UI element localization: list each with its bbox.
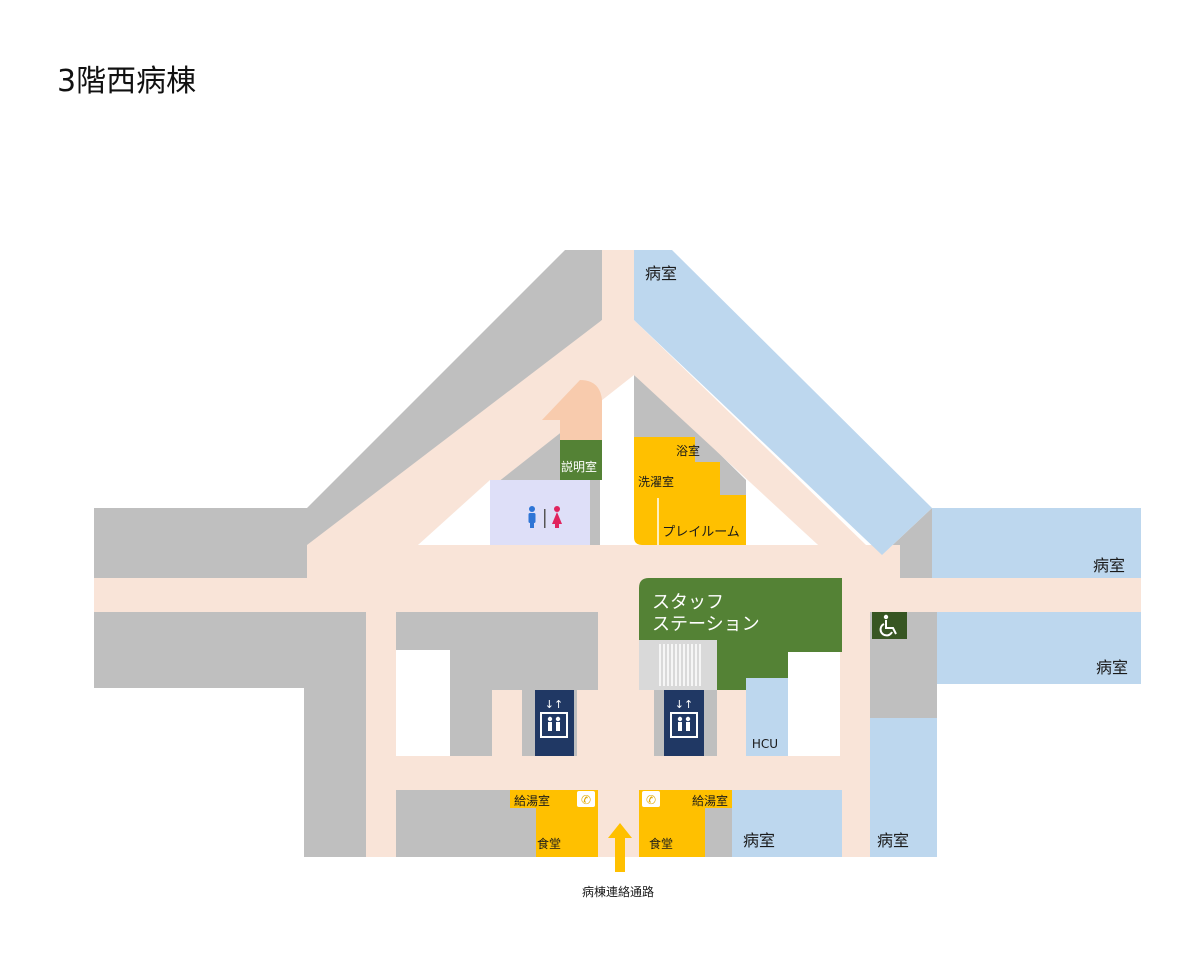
- corridor-east-vertical: [840, 578, 870, 857]
- corridor-diagonal-left-fill: [330, 320, 613, 578]
- hcu-label: HCU: [752, 737, 778, 751]
- svg-text:✆: ✆: [646, 793, 656, 807]
- laundry-room-label: 洗濯室: [638, 474, 674, 489]
- page-title: 3階西病棟: [57, 64, 197, 99]
- inner-void-right: [746, 480, 818, 545]
- play-room-label: プレイルーム: [662, 525, 740, 540]
- corridor-right-elev-side2: [717, 690, 746, 756]
- pantry-left-label: 給湯室: [514, 793, 550, 808]
- patient-room-top-label: 病室: [645, 264, 677, 283]
- toilet-room-bump: [520, 480, 590, 497]
- patient-room-east-upper: [932, 508, 1141, 578]
- elevator-icon[interactable]: ↓↑: [664, 690, 704, 756]
- dining-right: [639, 808, 705, 857]
- inner-void-left: [418, 480, 490, 545]
- pantry-right-label: 給湯室: [692, 793, 728, 808]
- corridor-top-vertical: [602, 250, 634, 320]
- dining-right-label: 食堂: [649, 836, 673, 851]
- phone-icon: ✆: [642, 791, 660, 807]
- pantry-left: [510, 790, 598, 808]
- patient-rooms: [634, 250, 1141, 857]
- explanation-room-label: 説明室: [561, 459, 597, 474]
- up-arrow-icon: [608, 823, 632, 872]
- svg-text:↓↑: ↓↑: [545, 698, 563, 711]
- corridor-under-triangle: [340, 545, 900, 578]
- pantry-right: [639, 790, 732, 808]
- elevator-icon[interactable]: ↓↑: [535, 690, 574, 756]
- wheelchair-icon: [872, 612, 907, 639]
- connector-label: 病棟連絡通路: [582, 884, 654, 899]
- patient-room-east-column: [870, 718, 937, 857]
- void-right-a: [788, 652, 832, 756]
- staff-station-label-line1: スタッフ: [652, 592, 724, 613]
- west-wing-column: [304, 612, 367, 857]
- patient-room-east-lower-label: 病室: [1096, 658, 1128, 677]
- void-left-a: [403, 650, 450, 756]
- staff-station: [639, 578, 842, 690]
- phone-icon: ✆: [577, 791, 595, 807]
- staff-station-label-line2: ステーション: [652, 614, 760, 635]
- corridors: [94, 250, 1141, 857]
- patient-room-bottom-left-label: 病室: [743, 831, 775, 850]
- corridor-left-elev-side: [492, 690, 522, 756]
- stairs-icon: [639, 640, 717, 690]
- inner-right-gray: [634, 375, 746, 495]
- corridor-diagonal-right: [602, 320, 900, 578]
- center-left-block: [396, 578, 598, 756]
- toilet-icon: [528, 506, 562, 528]
- bottom-right-gray: [705, 808, 732, 857]
- hcu-room: [746, 678, 788, 756]
- patient-room-top: [634, 250, 932, 555]
- dining-left: [536, 808, 598, 857]
- corridor-right-elev-side: [639, 690, 654, 756]
- explanation-room: [560, 440, 602, 480]
- corridor-west-vertical: [366, 578, 396, 857]
- corridor-left-elev-side2: [577, 690, 598, 756]
- patient-room-bottom: [732, 790, 842, 857]
- dining-left-label: 食堂: [537, 836, 561, 851]
- corridor-bottom: [366, 756, 870, 790]
- patient-room-east-lower: [937, 612, 1141, 684]
- patient-room-east-upper-label: 病室: [1093, 556, 1125, 575]
- svg-text:✆: ✆: [581, 793, 591, 807]
- svg-text:↓↑: ↓↑: [675, 698, 693, 711]
- service-block: [634, 437, 746, 545]
- patient-room-bottom-right-label: 病室: [877, 831, 909, 850]
- peach-room: [542, 380, 602, 440]
- bathroom-label: 浴室: [676, 443, 700, 458]
